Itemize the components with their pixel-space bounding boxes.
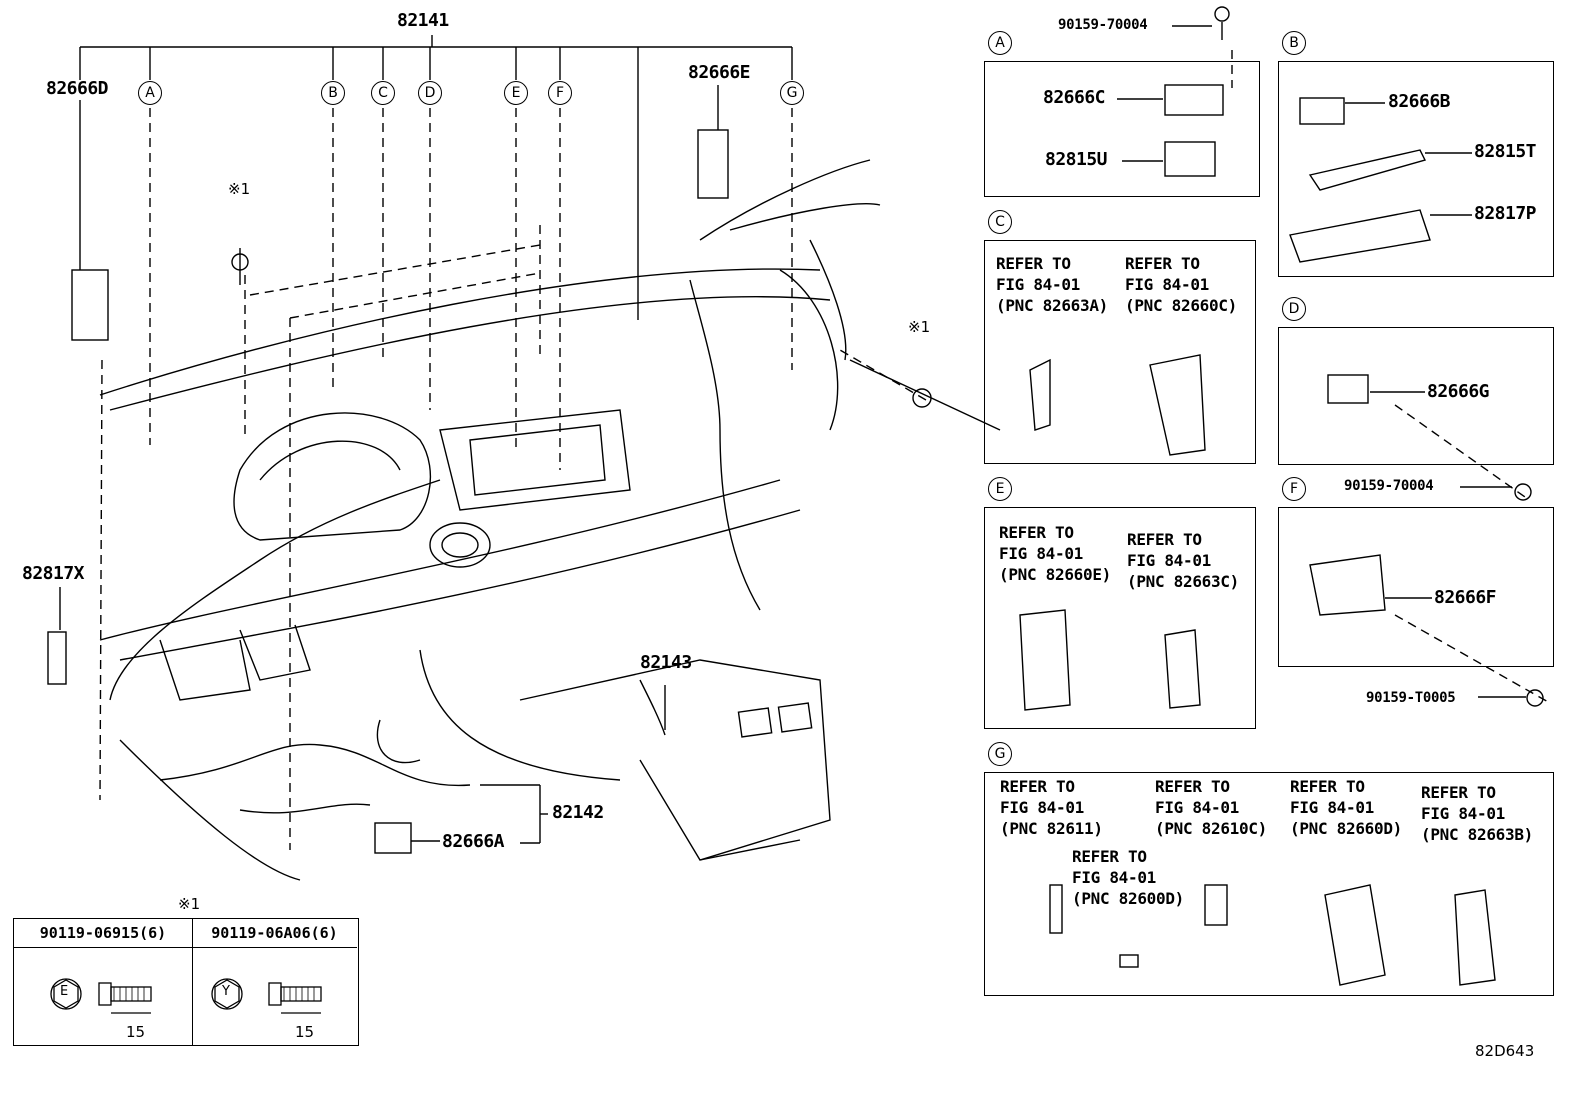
- panel-a-part-82666C: 82666C: [1043, 87, 1106, 108]
- part-number-82143: 82143: [640, 652, 692, 673]
- part-number-82817X: 82817X: [22, 563, 85, 584]
- panel-b-part-82666B: 82666B: [1388, 91, 1451, 112]
- panel-a-screw: 90159-70004: [1058, 17, 1148, 33]
- panel-b-part-82815T: 82815T: [1474, 141, 1537, 162]
- panel-a-part-82815U: 82815U: [1045, 149, 1108, 170]
- callout-c: C: [371, 81, 395, 105]
- part-number-82666E: 82666E: [688, 62, 751, 83]
- callout-e: E: [504, 81, 528, 105]
- panel-a-letter: A: [988, 31, 1012, 55]
- panel-b: [1278, 61, 1554, 277]
- part-number-82666D: 82666D: [46, 78, 109, 99]
- panel-d: [1278, 327, 1554, 465]
- panel-c-ref-2: REFER TO FIG 84-01 (PNC 82660C): [1125, 254, 1237, 315]
- callout-d: D: [418, 81, 442, 105]
- panel-g-ref-5: REFER TO FIG 84-01 (PNC 82600D): [1072, 847, 1184, 908]
- part-number-82142: 82142: [552, 802, 604, 823]
- bolt-1-length: 15: [126, 1023, 146, 1041]
- bolt-drawings: [50, 978, 322, 1014]
- bolt-1-head-mark: E: [60, 984, 69, 999]
- panel-a: [984, 61, 1260, 197]
- bolt-table: 90119-06915(6) 90119-06A06(6) E Y 15 15: [13, 918, 359, 1046]
- panel-e: [984, 507, 1256, 729]
- panel-g-ref-3: REFER TO FIG 84-01 (PNC 82660D): [1290, 777, 1402, 838]
- part-number-82141: 82141: [397, 10, 449, 31]
- panel-d-part-82666G: 82666G: [1427, 381, 1490, 402]
- panel-c-letter: C: [988, 210, 1012, 234]
- panel-g-letter: G: [988, 742, 1012, 766]
- panel-f-letter: F: [1282, 477, 1306, 501]
- panel-e-ref-2: REFER TO FIG 84-01 (PNC 82663C): [1127, 530, 1239, 591]
- bolt-2-length: 15: [295, 1023, 315, 1041]
- panel-c-ref-1: REFER TO FIG 84-01 (PNC 82663A): [996, 254, 1108, 315]
- panel-d-letter: D: [1282, 297, 1306, 321]
- panel-g-ref-1: REFER TO FIG 84-01 (PNC 82611): [1000, 777, 1103, 838]
- callout-g: G: [780, 81, 804, 105]
- note-mark-1: ※1: [228, 180, 251, 198]
- panel-f-part-82666F: 82666F: [1434, 587, 1497, 608]
- callout-b: B: [321, 81, 345, 105]
- callout-a: A: [138, 81, 162, 105]
- panel-g: [984, 772, 1554, 996]
- bolt-2-head-mark: Y: [222, 984, 230, 999]
- bolt-table-mark: ※1: [178, 895, 201, 913]
- panel-f-screw: 90159-T0005: [1366, 690, 1456, 706]
- callout-f: F: [548, 81, 572, 105]
- bolt-table-col1-part: 90119-06915(6): [14, 919, 193, 948]
- part-number-82666A: 82666A: [442, 831, 505, 852]
- figure-id: 82D643: [1475, 1042, 1535, 1060]
- panel-e-ref-1: REFER TO FIG 84-01 (PNC 82660E): [999, 523, 1111, 584]
- panel-d-screw: 90159-70004: [1344, 478, 1434, 494]
- panel-e-letter: E: [988, 477, 1012, 501]
- note-mark-2: ※1: [908, 318, 931, 336]
- panel-b-letter: B: [1282, 31, 1306, 55]
- bolt-table-col2-part: 90119-06A06(6): [192, 919, 357, 948]
- panel-c: [984, 240, 1256, 464]
- panel-f: [1278, 507, 1554, 667]
- panel-g-ref-4: REFER TO FIG 84-01 (PNC 82663B): [1421, 783, 1533, 844]
- panel-b-part-82817P: 82817P: [1474, 203, 1537, 224]
- panel-g-ref-2: REFER TO FIG 84-01 (PNC 82610C): [1155, 777, 1267, 838]
